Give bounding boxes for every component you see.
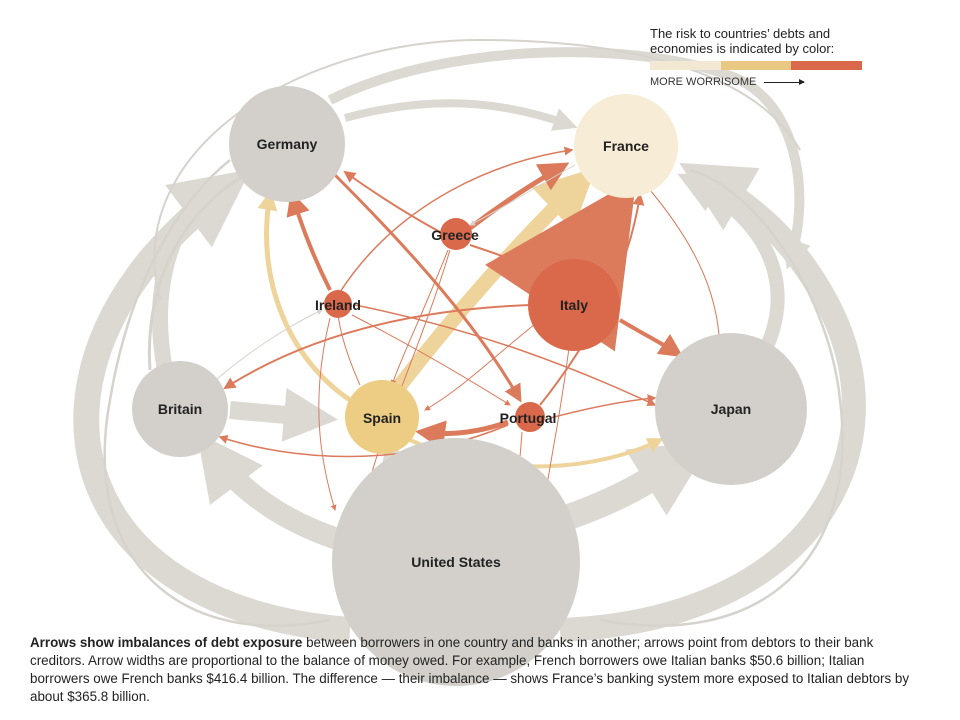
arrow-britain-to-spain [229, 387, 338, 442]
arrow-greece-to-germany [343, 170, 441, 233]
arrow-italy-to-britain [223, 304, 531, 390]
node-greece-circle [440, 218, 472, 250]
arrow-italy-to-japan [618, 318, 684, 358]
arrow-italy-to-france [485, 178, 637, 352]
node-italy[interactable]: Italy [528, 259, 620, 351]
gray-arrows [73, 38, 866, 643]
arrow-france-to-greece-thin [469, 164, 576, 226]
arrow-ireland-to-france [339, 146, 574, 293]
arrow-ireland-to-germany [286, 191, 332, 291]
arrow-italy-to-spain [424, 319, 541, 411]
node-portugal-label: Portugal [500, 410, 557, 426]
caption: Arrows show imbalances of debt exposure … [30, 634, 910, 706]
node-britain[interactable]: Britain [132, 361, 228, 457]
node-france[interactable]: France [574, 94, 678, 198]
arrow-us-right-loop [599, 168, 844, 627]
node-france-label: France [603, 138, 649, 154]
node-spain-label: Spain [363, 410, 401, 426]
node-spain[interactable]: Spain [345, 380, 419, 454]
legend-title: The risk to countries’ debts and economi… [650, 26, 835, 56]
node-portugal-circle [515, 402, 545, 432]
node-portugal[interactable]: Portugal [500, 402, 557, 432]
node-ireland[interactable]: Ireland [315, 290, 361, 318]
risk-legend: The risk to countries’ debts and economi… [650, 26, 890, 88]
arrow-germany-to-britain-thin [147, 173, 246, 371]
arrow-britain-to-ireland [209, 309, 323, 386]
arrow-spain-to-germany [257, 190, 352, 403]
arrow-greece-to-france [468, 162, 570, 230]
arrow-us-to-japan [555, 441, 713, 533]
node-united-states-label: United States [411, 554, 501, 570]
nodes: Germany France Greece Ireland Italy Brit… [132, 86, 807, 686]
arrow-portugal-to-japan [549, 394, 657, 419]
arrow-germany-to-france [343, 99, 578, 131]
arrow-portugal-to-spain [415, 419, 509, 451]
node-italy-circle [528, 259, 620, 351]
arrow-ireland-to-portugal [351, 314, 511, 406]
node-greece[interactable]: Greece [431, 218, 479, 250]
node-ireland-circle [324, 290, 352, 318]
legend-direction-label: MORE WORRISOME [650, 76, 757, 88]
arrow-greece-to-italy [469, 244, 542, 273]
node-japan[interactable]: Japan [655, 333, 807, 485]
node-britain-circle [132, 361, 228, 457]
node-japan-circle [655, 333, 807, 485]
arrow-us-to-britain [196, 432, 344, 551]
node-italy-label: Italy [560, 297, 588, 313]
arrow-germany-to-portugal [333, 173, 522, 403]
legend-swatch-high [791, 61, 863, 70]
legend-swatch-mid [720, 61, 792, 70]
node-spain-circle [345, 380, 419, 454]
arrow-greece-to-spain [390, 249, 449, 386]
node-france-circle [574, 94, 678, 198]
arrow-france-to-japan-thin [649, 189, 723, 356]
node-germany[interactable]: Germany [229, 86, 345, 202]
node-britain-label: Britain [158, 401, 202, 417]
arrow-us-to-japan-outer [559, 162, 866, 642]
node-ireland-label: Ireland [315, 297, 361, 313]
node-united-states[interactable]: United States [332, 438, 580, 686]
arrow-japan-to-france [677, 173, 785, 364]
caption-bold: Arrows show imbalances of debt exposure [30, 635, 303, 650]
legend-color-scale [650, 61, 863, 70]
node-japan-label: Japan [711, 401, 751, 417]
node-greece-label: Greece [431, 227, 479, 243]
node-united-states-circle [332, 438, 580, 686]
legend-swatch-low [650, 61, 721, 70]
node-germany-circle [229, 86, 345, 202]
arrow-ireland-to-japan [354, 304, 657, 406]
arrow-us-left-loop [103, 159, 331, 627]
arrow-right-icon [764, 78, 806, 85]
caption-text: between borrowers in one country and ban… [30, 635, 910, 704]
legend-direction: MORE WORRISOME [650, 76, 890, 88]
node-germany-label: Germany [257, 136, 318, 152]
arrow-ireland-to-us [318, 317, 337, 511]
arrow-top-outer-loop [153, 38, 801, 301]
